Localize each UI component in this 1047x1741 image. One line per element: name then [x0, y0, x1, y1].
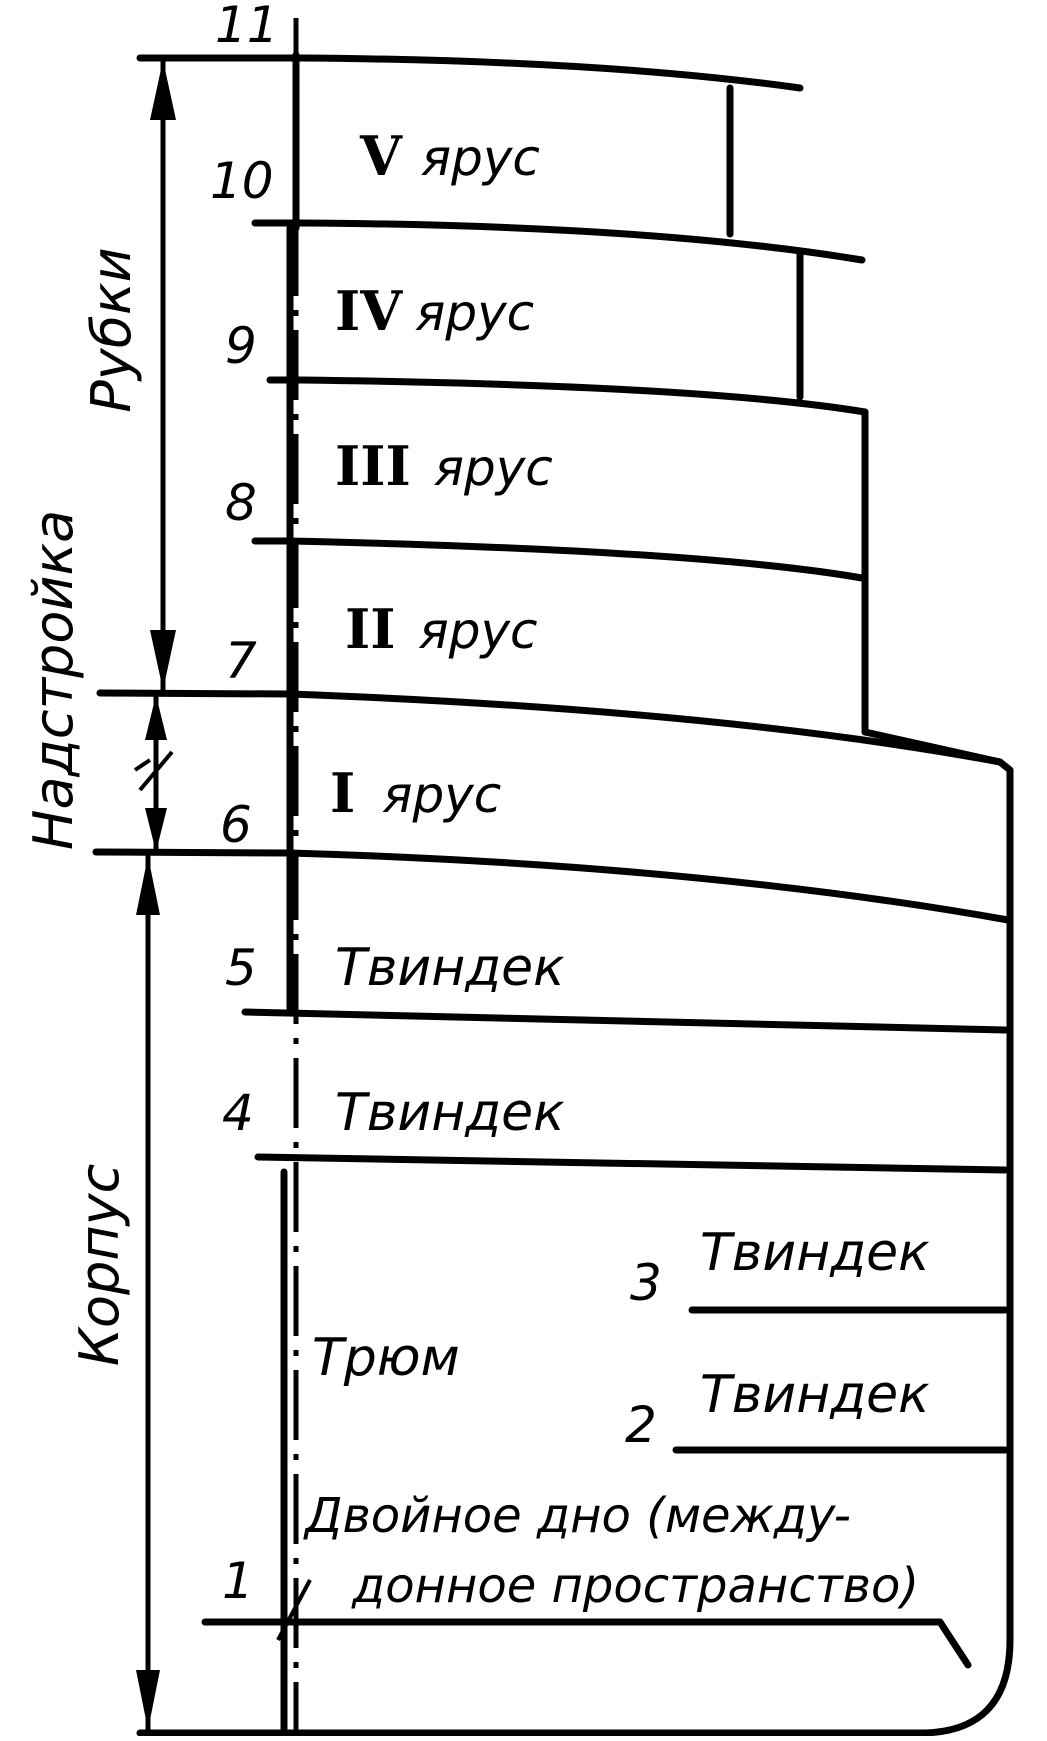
tier-v-roman: V	[359, 124, 403, 188]
deck-number-11: 11	[215, 0, 279, 54]
deck-number-8: 8	[225, 474, 257, 532]
tier-iii-label: III ярус	[335, 434, 553, 498]
deck-number-10: 10	[210, 152, 274, 210]
tier-iv-roman: IV	[335, 279, 403, 343]
deck-number-5: 5	[225, 939, 257, 997]
tier-iii-word: ярус	[434, 439, 553, 497]
superstructure-arrow-top	[145, 695, 167, 740]
tweendeck-2-label: Твиндек	[700, 1365, 930, 1425]
deck-7	[96, 689, 1004, 766]
deckhouses-arrow-bottom	[150, 630, 176, 690]
hold-label: Трюм	[312, 1328, 460, 1388]
deck-number-1: 1	[222, 1552, 254, 1610]
superstructure-slash	[138, 750, 174, 792]
deck-number-4: 4	[222, 1084, 254, 1142]
tier-ii-roman: II	[345, 597, 396, 661]
tier-iv-word: ярус	[415, 284, 534, 342]
deck-number-3: 3	[630, 1254, 662, 1312]
deck-11	[136, 54, 804, 92]
deck-number-7: 7	[225, 632, 257, 690]
tier-i-label: I ярус	[330, 761, 501, 825]
tier-v-label: V ярус	[359, 124, 540, 188]
deck-9	[266, 376, 869, 416]
deck-4	[254, 1153, 1009, 1174]
hull-label: Корпус	[68, 1164, 131, 1367]
deckhouses-label: Рубки	[80, 247, 143, 413]
tier-i-word: ярус	[382, 766, 501, 824]
tier-iii-roman: III	[335, 434, 411, 498]
tier-ii-label: II ярус	[345, 597, 538, 661]
tier-i-roman: I	[330, 761, 355, 825]
deck-8	[251, 537, 866, 582]
deck-6	[92, 848, 1012, 924]
inner-bottom	[201, 1618, 972, 1669]
hull-arrow-bottom	[136, 1670, 160, 1730]
tier-v-word: ярус	[421, 129, 540, 187]
hull-arrow-top	[136, 856, 160, 915]
hull-outline	[136, 728, 1014, 1737]
double-bottom-label-line2: донное пространство)	[351, 1558, 919, 1614]
deckhouses-arrow-top	[150, 60, 176, 120]
deck-10	[251, 219, 866, 264]
tier-ii-word: ярус	[419, 602, 538, 660]
superstructure-tick	[133, 758, 152, 772]
tweendeck-3-label: Твиндек	[700, 1223, 930, 1283]
tweendeck-5-label: Твиндек	[335, 938, 565, 998]
double-bottom-label-line1: Двойное дно (междy-	[303, 1488, 851, 1544]
double-bottom-slash	[276, 1579, 312, 1641]
deck-number-9: 9	[225, 317, 257, 375]
deck-number-6: 6	[220, 796, 252, 854]
deck-5	[241, 1008, 1009, 1034]
deck-number-2: 2	[625, 1396, 657, 1454]
superstructure-label: Надстройка	[22, 510, 85, 850]
superstructure-arrow-bottom	[145, 808, 167, 852]
tier-iv-label: IV ярус	[335, 279, 534, 343]
tweendeck-4-label: Твиндек	[335, 1083, 565, 1143]
